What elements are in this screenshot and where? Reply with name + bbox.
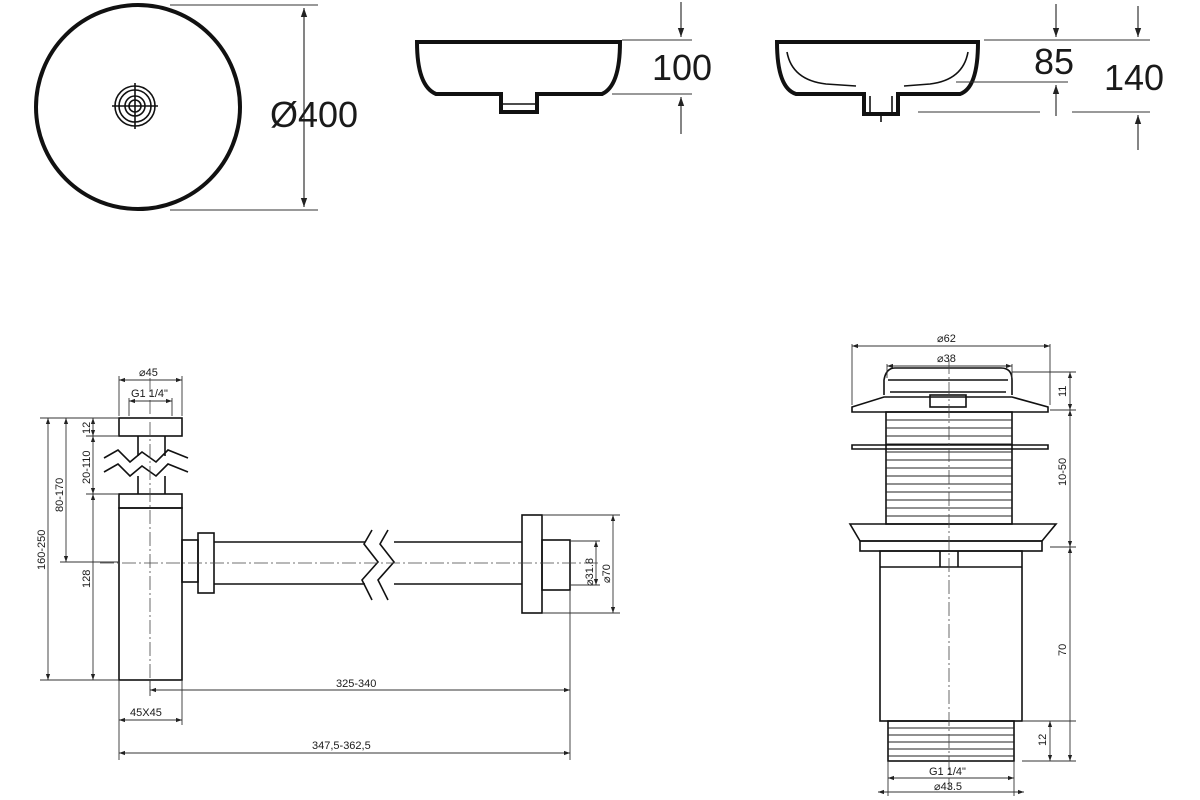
siphon-nut-height-label: 12 [81,422,93,434]
drain-bottom-washer [848,523,1058,542]
siphon-pipe-break-mark [361,529,396,601]
basin-top-view: Ø400 [34,3,358,211]
basin-depth-dimension: 85 [918,4,1150,116]
basin-height-dimension: 100 [612,2,712,134]
drain-outlet-thread [887,720,1015,762]
basin-depth-label: 85 [1034,41,1074,82]
drain-cap-diameter-label: ⌀38 [937,353,956,365]
siphon-body-height-label: 128 [81,570,93,588]
siphon-total-length-label: 347,5-362,5 [312,740,371,752]
siphon-pipe-length-label: 325-340 [336,678,376,690]
drain-flange-diameter-label: ⌀62 [937,333,956,345]
basin-diameter-dimension: Ø400 [170,4,358,211]
basin-total-height-dimension: 140 [1104,6,1164,150]
drain-valve-drawing: ⌀62 ⌀38 11 10-50 70 12 G1 1/4" ⌀43.5 [848,333,1076,796]
drain-adjust-range-label: 10-50 [1057,458,1069,486]
drain-outlet-thread-label: G1 1/4" [929,766,966,778]
basin-side-outline [414,40,623,114]
siphon-top-nut [118,417,183,437]
siphon-flange-diameter-label: ⌀70 [601,564,613,583]
siphon-thread-label: G1 1/4" [131,388,168,400]
drain-thread-height-label: 12 [1037,734,1049,746]
siphon-wall-flange [521,514,543,614]
drain-body-height-label: 70 [1057,644,1069,656]
siphon-mid-height-label: 80-170 [54,478,66,512]
drain-lock-washer [851,444,1049,450]
drain-top-flange [851,396,1049,413]
basin-height-label: 100 [652,47,712,88]
drain-outlet-diameter-label: ⌀43.5 [934,781,962,793]
basin-diameter-label: Ø400 [270,94,358,135]
siphon-body-section-label: 45X45 [130,707,162,719]
bottle-siphon-drawing: ⌀45 G1 1/4" 160-250 80-170 12 20-110 128… [36,367,620,760]
drain-cap-height-label: 11 [1057,386,1069,397]
basin-total-height-label: 140 [1104,57,1164,98]
siphon-body [118,507,183,681]
drain-body [879,550,1023,722]
basin-section-outline [774,40,981,116]
siphon-upper-adjust-label: 20-110 [81,451,93,484]
basin-rim-outline [34,3,242,211]
siphon-total-height-label: 160-250 [36,530,48,570]
basin-section-view: 85 140 [774,4,1164,150]
siphon-pipe-diameter-label: ⌀31.8 [584,558,596,586]
siphon-top-diameter-label: ⌀45 [139,367,158,379]
drain-cap [883,367,1013,395]
basin-drain-hole [112,83,158,129]
siphon-break-mark [103,449,189,478]
siphon-outlet-nut [181,539,199,583]
basin-side-view: 100 [414,2,712,134]
